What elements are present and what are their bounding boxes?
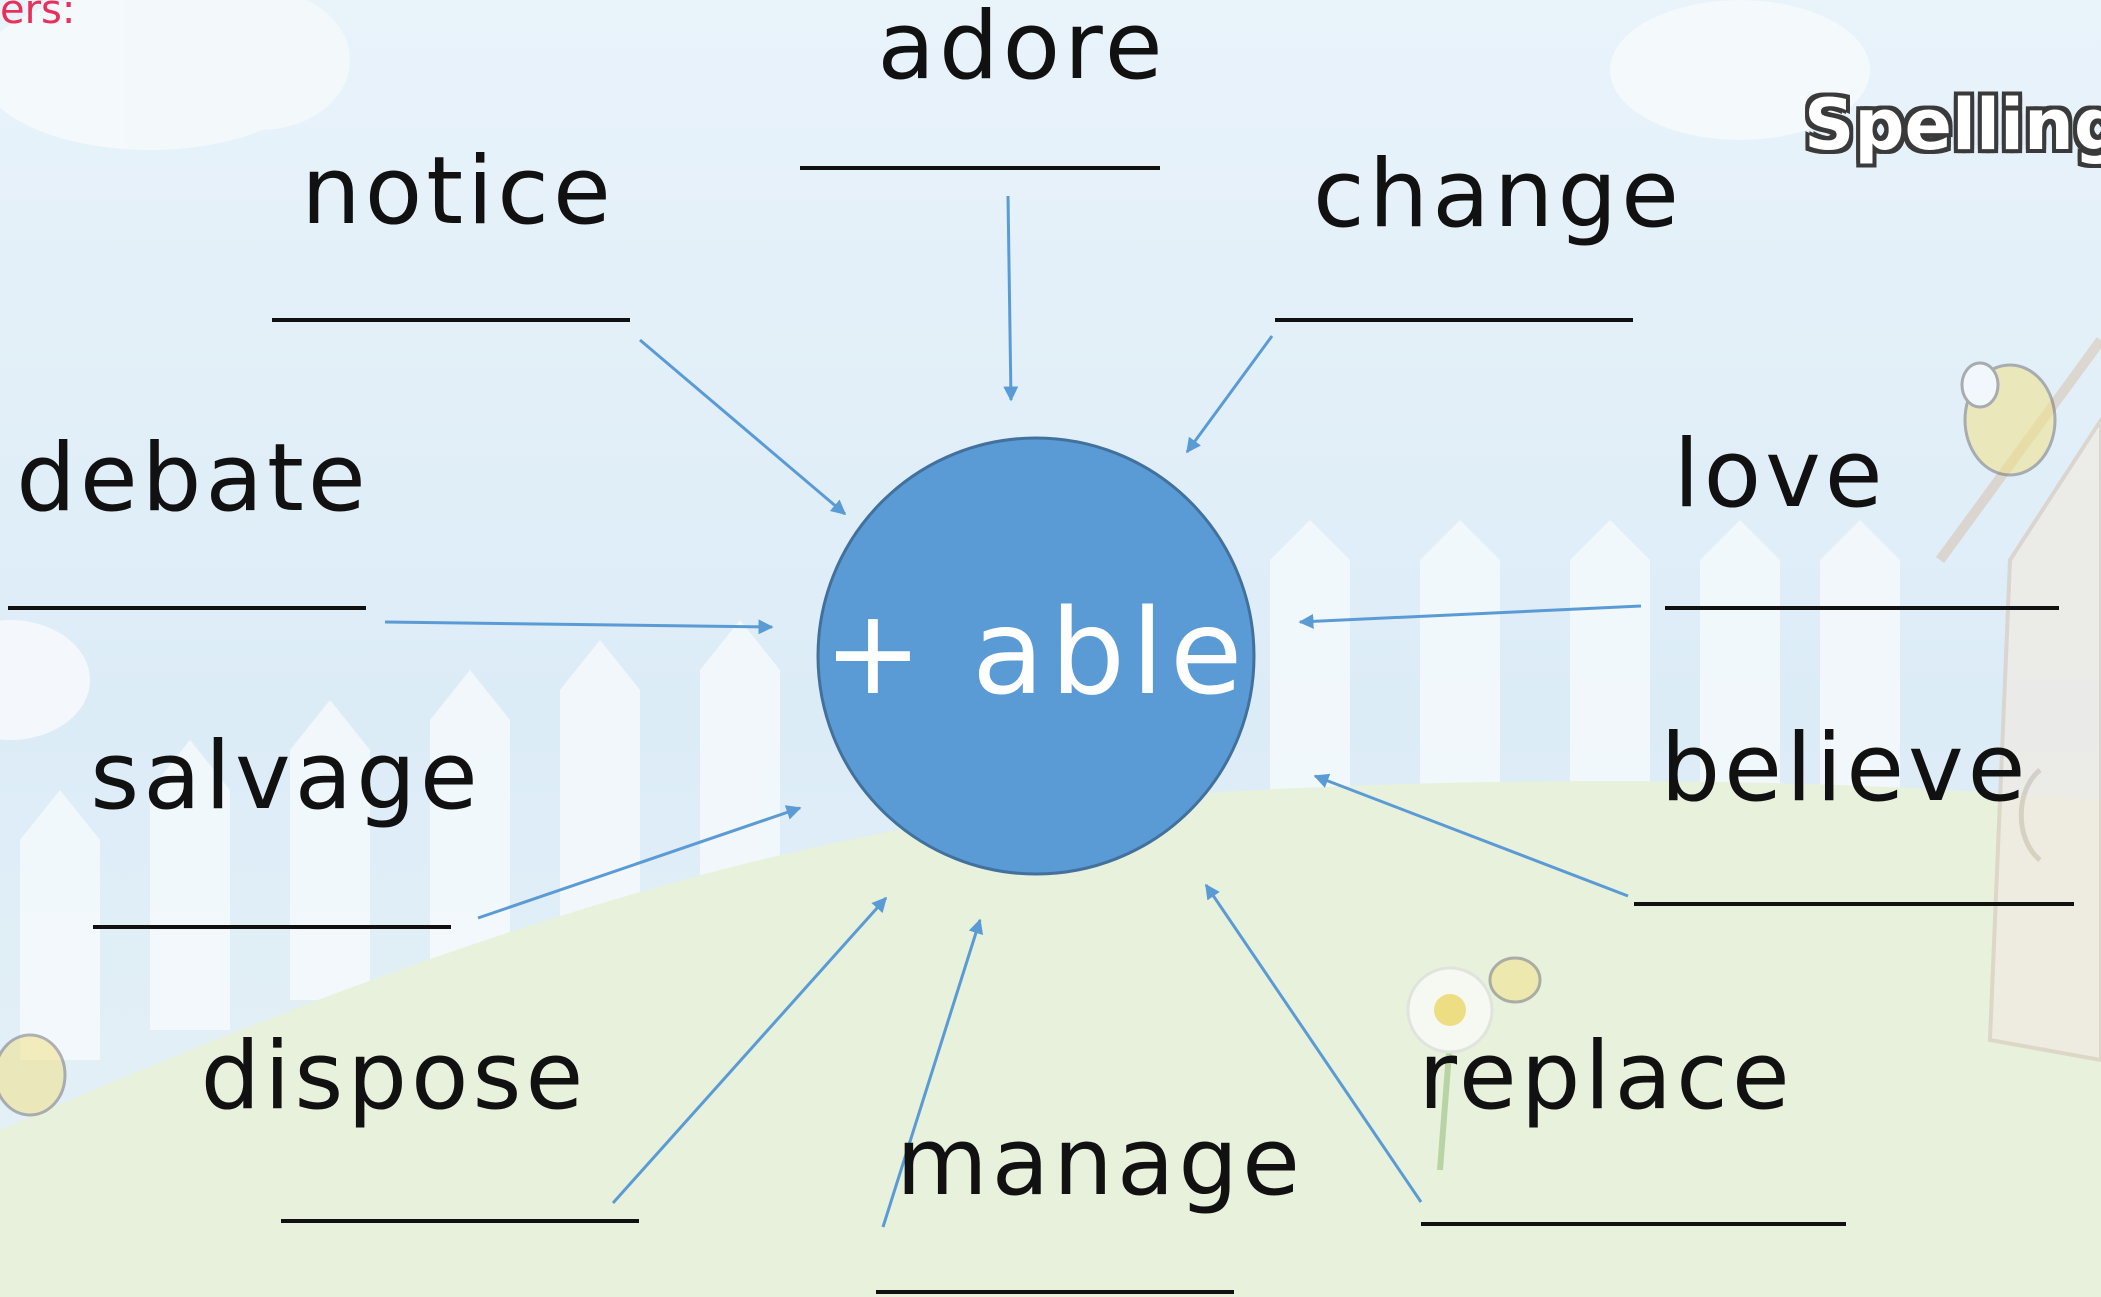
center-suffix-label: + able: [823, 583, 1249, 721]
grass-hill: [0, 781, 2101, 1297]
arrow-manage: [881, 918, 984, 1228]
center-circle: [816, 436, 1256, 876]
word-notice: notice: [301, 137, 615, 246]
arrow-notice: [639, 338, 847, 516]
word-change: change: [1313, 140, 1683, 249]
word-love: love: [1673, 420, 1887, 529]
answer-blank-debate[interactable]: [8, 606, 366, 610]
arrow-salvage: [477, 805, 802, 920]
arrow-believe: [1313, 773, 1629, 898]
answer-blank-replace[interactable]: [1421, 1222, 1846, 1226]
arrow-debate: [384, 619, 774, 635]
arrow-love: [1298, 604, 1642, 629]
arrow-change: [1185, 335, 1274, 454]
word-salvage: salvage: [90, 722, 482, 831]
spelling-shed-logo: Spelling S: [1804, 84, 2101, 166]
arrow-dispose: [611, 896, 888, 1205]
shed-illustration: [1935, 337, 2101, 1063]
answer-blank-dispose[interactable]: [281, 1219, 639, 1223]
arrow-adore: [1003, 195, 1019, 402]
answer-blank-change[interactable]: [1275, 318, 1633, 322]
corner-fragment-text: ers:: [0, 0, 76, 33]
word-dispose: dispose: [200, 1022, 588, 1131]
answer-blank-adore[interactable]: [800, 166, 1160, 170]
answer-blank-manage[interactable]: [876, 1290, 1234, 1294]
answer-blank-believe[interactable]: [1634, 902, 2074, 906]
arrow-replace: [1204, 883, 1423, 1203]
answer-blank-notice[interactable]: [272, 318, 630, 322]
clouds: [0, 0, 1870, 740]
word-manage: manage: [896, 1108, 1304, 1217]
flower-illustration: [1406, 966, 1494, 1171]
word-adore: adore: [877, 0, 1167, 101]
word-replace: replace: [1418, 1022, 1794, 1131]
word-believe: believe: [1660, 714, 2030, 823]
word-debate: debate: [16, 424, 370, 533]
answer-blank-love[interactable]: [1665, 606, 2059, 610]
answer-blank-salvage[interactable]: [93, 925, 451, 929]
bee-illustration: [0, 361, 2057, 1117]
